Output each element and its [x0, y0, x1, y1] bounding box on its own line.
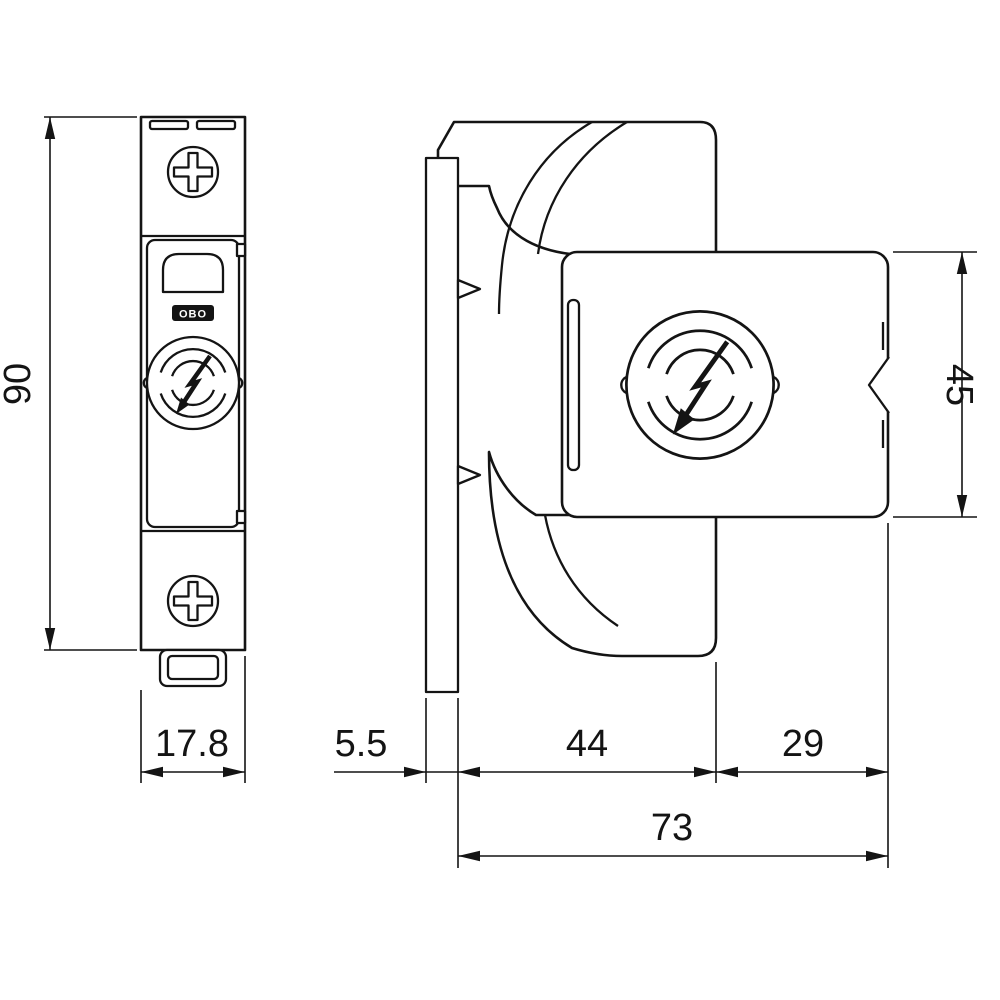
rail-claw-top: [456, 278, 482, 300]
module-latch-top: [235, 242, 247, 258]
logo-side-tab: [772, 375, 780, 395]
dimension-width: 17.8: [140, 656, 246, 783]
dim-label-width: 17.8: [155, 723, 229, 765]
dimensions: 90 17.8 5.5 44 29: [0, 116, 980, 868]
mounting-foot: [158, 648, 228, 688]
release-notch: [867, 356, 890, 414]
release-notch-mask: [868, 357, 890, 413]
lightning-bolt-icon: [683, 340, 730, 417]
logo-side-tab: [620, 375, 628, 395]
lightning-arrowhead: [176, 397, 190, 414]
logo-side-tab: [238, 376, 244, 390]
module-latch-bottom: [235, 509, 247, 525]
surge-arrester-logo-icon: [142, 335, 244, 431]
lightning-bolt-icon: [182, 354, 212, 404]
dim-label-module-height: 45: [938, 364, 980, 406]
body-side-slot: [566, 298, 581, 472]
obo-logo-badge: OBO: [172, 305, 214, 321]
base-bottom-section: [487, 450, 718, 658]
dim-label-rail-depth: 5.5: [335, 723, 388, 765]
phillips-screw-icon: [166, 574, 220, 628]
din-rail-clip: [424, 156, 482, 694]
dimension-module-height: 45: [893, 251, 980, 518]
dim-label-module-depth: 29: [782, 723, 824, 765]
rail-claw-bottom: [456, 464, 482, 486]
dimension-depth-chain: 5.5 44 29: [334, 523, 889, 868]
front-view: OBO: [139, 115, 247, 688]
clip-spring-curve: [536, 121, 628, 255]
dimension-total-depth: 73: [458, 807, 888, 862]
surge-arrester-logo-icon: [620, 310, 780, 460]
side-view: [424, 120, 890, 694]
top-vent-slot: [195, 119, 237, 131]
top-vent-slot: [148, 119, 190, 131]
logo-side-tab: [142, 376, 148, 390]
dim-label-height: 90: [0, 363, 39, 405]
dimension-height: 90: [0, 116, 137, 651]
dim-label-base-depth: 44: [566, 723, 608, 765]
clip-spring-curve: [497, 121, 593, 315]
indicator-window: [161, 252, 225, 294]
dim-label-total-depth: 73: [651, 807, 693, 849]
base-top-section: [436, 120, 718, 257]
phillips-screw-icon: [166, 145, 220, 199]
brand-label: OBO: [179, 309, 207, 321]
clip-spring-curve: [543, 514, 619, 627]
lightning-arrowhead: [672, 408, 695, 435]
